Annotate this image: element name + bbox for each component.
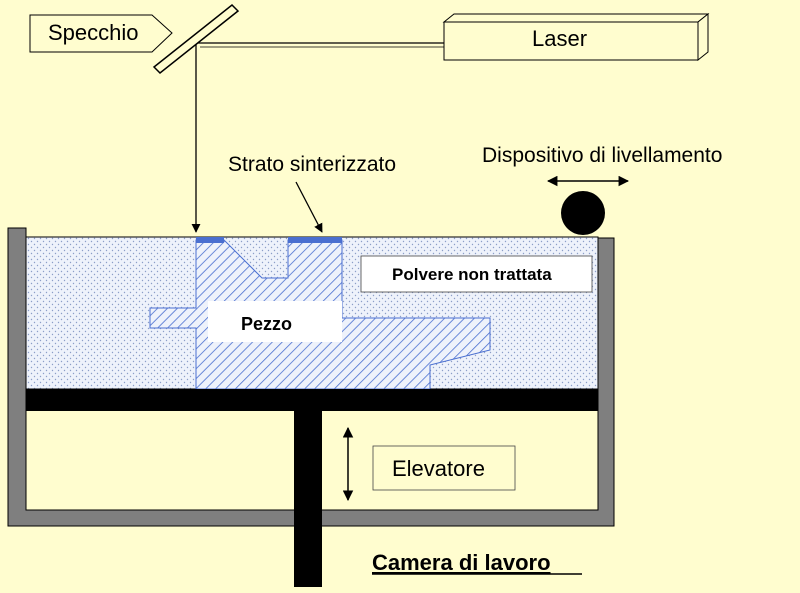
elevator-label-box bbox=[372, 445, 516, 491]
laser-beam-path bbox=[191, 42, 444, 233]
untreated-powder-label-box bbox=[360, 255, 593, 293]
elevator-label: Elevatore bbox=[392, 456, 485, 481]
part-label-box bbox=[208, 301, 342, 342]
laser-box-top bbox=[442, 13, 710, 23]
untreated-powder-label: Polvere non trattata bbox=[392, 265, 552, 284]
mirror-label-box bbox=[29, 14, 173, 53]
leveling-roller bbox=[561, 191, 605, 235]
laser-box-side bbox=[697, 12, 709, 62]
mirror-shape bbox=[152, 3, 240, 75]
part-label: Pezzo bbox=[241, 314, 292, 334]
laser-box bbox=[443, 21, 699, 61]
laser-label: Laser bbox=[532, 26, 587, 51]
work-chamber-label: Camera di lavoro bbox=[372, 550, 551, 575]
sintered-layer-right bbox=[288, 237, 342, 243]
sintered-layer-left bbox=[196, 237, 224, 243]
leveling-device-label: Dispositivo di livellamento bbox=[482, 144, 722, 167]
chamber-wall bbox=[7, 227, 615, 527]
elevator-shaft bbox=[294, 411, 322, 587]
sintered-layer-label: Strato sinterizzato bbox=[228, 153, 396, 176]
sintered-layer-pointer bbox=[295, 181, 323, 233]
mirror-label: Specchio bbox=[48, 20, 139, 45]
build-platform bbox=[26, 389, 598, 411]
